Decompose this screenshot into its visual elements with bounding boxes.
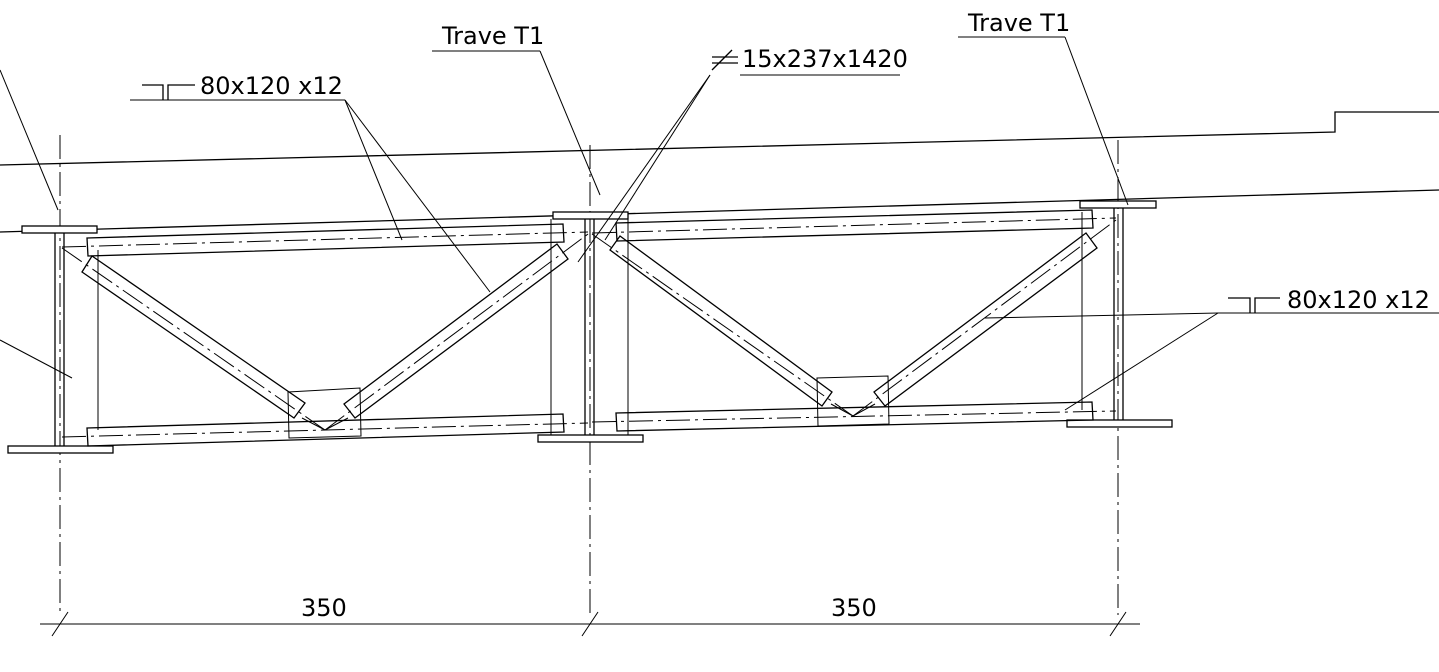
diagonal-left-bay-1 [61, 247, 326, 431]
column-axes [59, 135, 1119, 615]
diagonal-right-bay-1 [591, 233, 854, 417]
gusset-left [287, 387, 362, 439]
column-right [1066, 200, 1173, 428]
plate-label: 15x237x1420 [742, 45, 908, 73]
trave-label-left: Trave T1 [441, 22, 544, 50]
column-left [7, 225, 114, 454]
span-dimension-left: 350 [301, 594, 347, 622]
deck-lines [0, 111, 1439, 233]
leader-lines [0, 36, 1439, 411]
plate-symbol-icon [711, 49, 738, 71]
angle-label-right: 80x120 x12 [1287, 286, 1430, 314]
column-middle [537, 211, 644, 443]
gusset-right [816, 375, 890, 427]
diagonal-right-bay-2 [852, 219, 1117, 417]
angle-label-left: 80x120 x12 [200, 72, 343, 100]
span-dimension-right: 350 [831, 594, 877, 622]
top-chord-left [61, 223, 589, 257]
angle-section-icon [1228, 297, 1280, 313]
dimension-line [40, 611, 1140, 637]
bottom-chord-right [591, 401, 1117, 432]
angle-section-icon [142, 84, 195, 100]
top-chord-right [591, 209, 1117, 242]
trave-label-right: Trave T1 [967, 9, 1070, 37]
diagonal-left-bay-2 [324, 233, 589, 431]
